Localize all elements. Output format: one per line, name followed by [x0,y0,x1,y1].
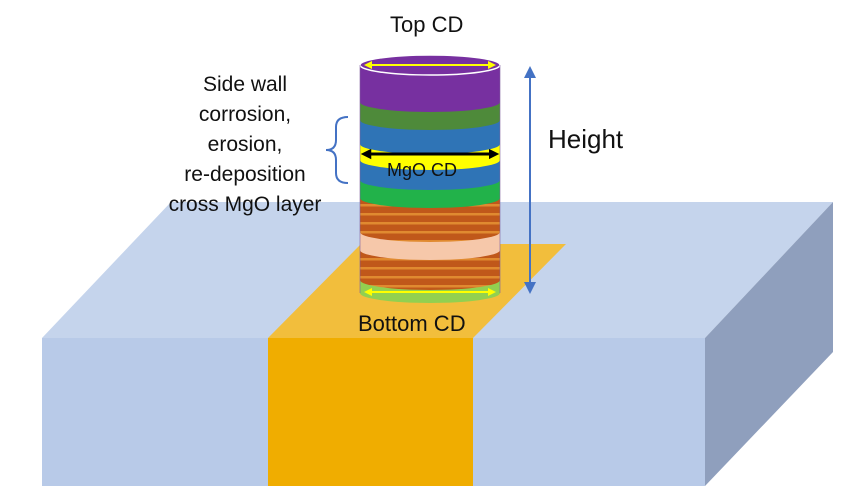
pillar-purple-cap [360,65,500,112]
side-wall-line-2: corrosion, [198,103,292,126]
side-wall-line-4: re-deposition [184,163,306,186]
height-label: Height [548,124,624,154]
mgo-cd-label: MgO CD [387,160,458,180]
substrate-side-face [705,202,833,486]
mtj-pillar [359,54,501,303]
side-wall-line-3: erosion, [207,133,283,156]
side-wall-label: Side wall corrosion, erosion, re-deposit… [150,70,340,220]
pillar-lower-rust [360,250,500,290]
pillar-upper-rust [360,198,500,242]
brace-icon [325,116,349,184]
side-wall-line-5: cross MgO layer [168,193,322,216]
side-wall-line-1: Side wall [202,73,288,96]
top-cd-label: Top CD [390,12,464,37]
bottom-cd-label: Bottom CD [358,311,466,336]
electrode-front-face [268,338,473,486]
